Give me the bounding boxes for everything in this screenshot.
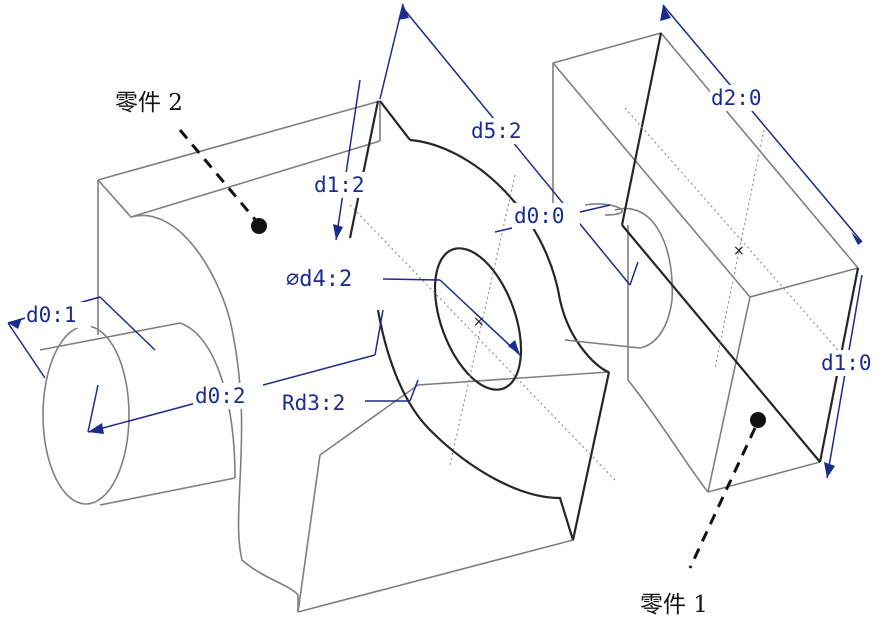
- part2-shaft: [39, 322, 236, 506]
- dim-d0-0: d0:0: [514, 204, 565, 228]
- dim-d1-2: d1:2: [314, 173, 365, 197]
- dim-d0-1: d0:1: [26, 303, 77, 327]
- dim-d4-2: ∅d4:2: [286, 267, 352, 292]
- svg-text:×: ×: [473, 314, 485, 330]
- dim-d1-0: d1:0: [821, 351, 872, 375]
- callout-part2: 零件 2: [115, 90, 267, 234]
- callout-part2-label: 零件 2: [115, 90, 183, 116]
- dimension-lines: [7, 3, 863, 479]
- dim-d5-2: d5:2: [471, 119, 522, 143]
- callout-part1: 零件 1: [640, 412, 766, 618]
- callout-part1-dot: [750, 412, 766, 428]
- svg-text:×: ×: [733, 243, 745, 259]
- part1-body: ×: [552, 32, 860, 493]
- dim-rd3-2: Rd3:2: [282, 391, 345, 415]
- dimension-labels: d5:2 d2:0 d1:2 d0:0 ∅d4:2 d1:0 d0:1 d0:2…: [25, 85, 884, 416]
- callout-part2-dot: [251, 218, 267, 234]
- part2-body: ×: [97, 100, 673, 613]
- dim-d2-0: d2:0: [711, 86, 762, 110]
- callout-part1-label: 零件 1: [640, 592, 708, 618]
- dim-d0-2: d0:2: [195, 384, 246, 408]
